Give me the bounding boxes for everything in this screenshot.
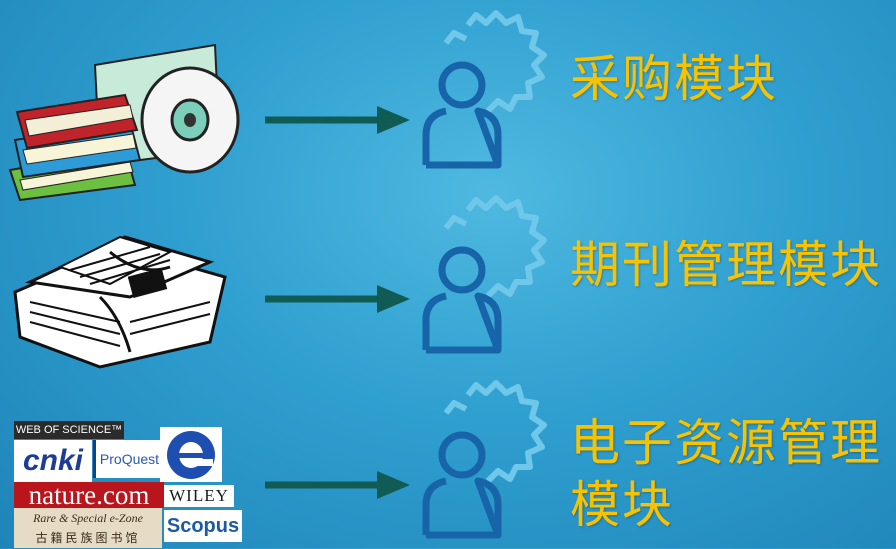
rare-special-ezone-logo: Rare & Special e-Zone: [14, 508, 162, 528]
gear-user-icon: [418, 375, 548, 545]
module-label-e-resources-line1: 电子资源管理: [570, 414, 882, 472]
gear-user-icon: [418, 190, 548, 360]
web-of-science-logo: WEB OF SCIENCE™: [14, 421, 124, 439]
module-label-e-resources-line2: 模块: [570, 476, 674, 534]
newspaper-bundle-icon: [13, 235, 227, 369]
guji-logo: 古籍民族图书馆: [14, 528, 162, 548]
cnki-logo: cnki: [14, 440, 92, 482]
proquest-logo: ProQuest: [93, 440, 163, 478]
scopus-logo: Scopus: [164, 510, 242, 542]
nature-logo: nature.com: [14, 482, 164, 508]
arrow-right-icon: [265, 465, 415, 505]
books-and-cd-icon: [8, 43, 240, 202]
module-label-periodicals: 期刊管理模块: [570, 236, 882, 294]
module-label-purchasing: 采购模块: [570, 50, 778, 108]
elsevier-e-logo: [160, 427, 222, 482]
wiley-logo: WILEY: [164, 485, 234, 507]
arrow-right-icon: [265, 279, 415, 319]
arrow-right-icon: [265, 100, 415, 140]
gear-user-icon: [418, 5, 548, 175]
